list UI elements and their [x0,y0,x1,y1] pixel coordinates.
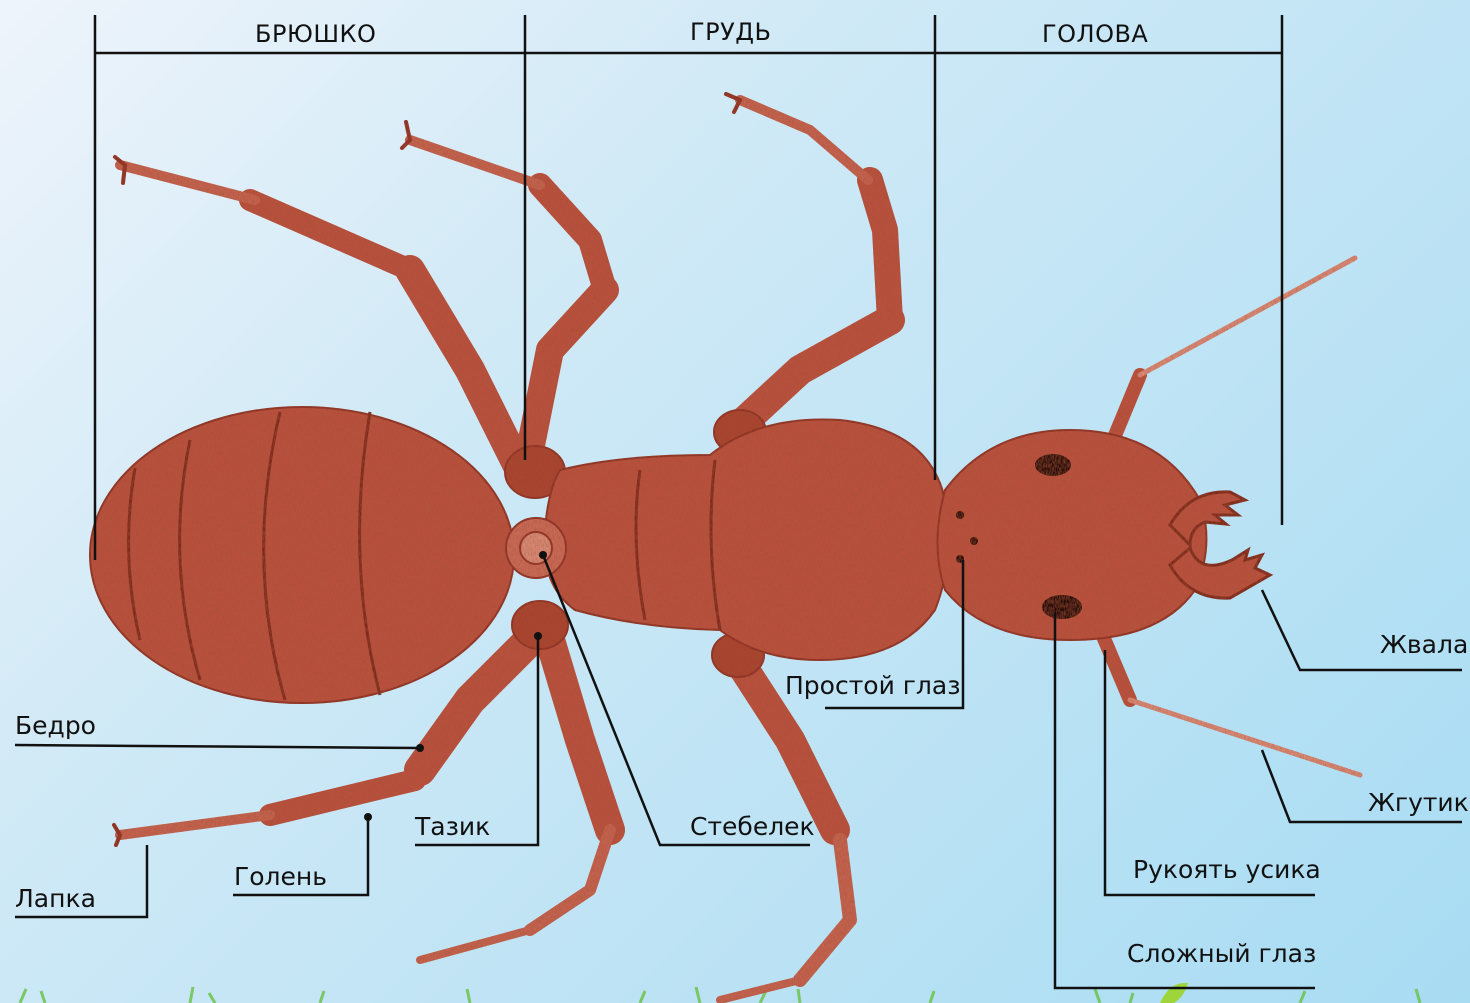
label-ocellus: Простой глаз [785,673,961,698]
ant-body [90,407,1270,703]
leaf-decoration [1160,983,1188,1003]
label-coxa: Тазик [415,814,490,839]
compound-eye-lower [1042,595,1082,619]
leader-compound-eye [1055,612,1315,988]
label-flagellum: Жгутик [1368,790,1469,815]
compound-eye-upper [1035,454,1071,476]
simple-eye [956,511,964,519]
leg-middle-lower [420,640,610,960]
label-tibia: Голень [234,864,327,889]
label-femur: Бедро [15,713,96,738]
section-label-abdomen: БРЮШКО [255,22,376,46]
label-scape: Рукоять усика [1133,857,1321,882]
label-compound-eye: Сложный глаз [1127,941,1316,966]
label-tarsus: Лапка [15,886,96,911]
section-label-thorax: ГРУДЬ [690,20,771,44]
simple-eye [970,537,978,545]
leader-femur [15,745,420,748]
ant-thorax [544,419,948,660]
label-mandible: Жвала [1380,632,1468,657]
leg-front-upper [726,94,890,430]
section-label-head: ГОЛОВА [1042,22,1148,46]
label-petiole: Стебелек [690,814,815,839]
ant-abdomen [90,407,514,703]
